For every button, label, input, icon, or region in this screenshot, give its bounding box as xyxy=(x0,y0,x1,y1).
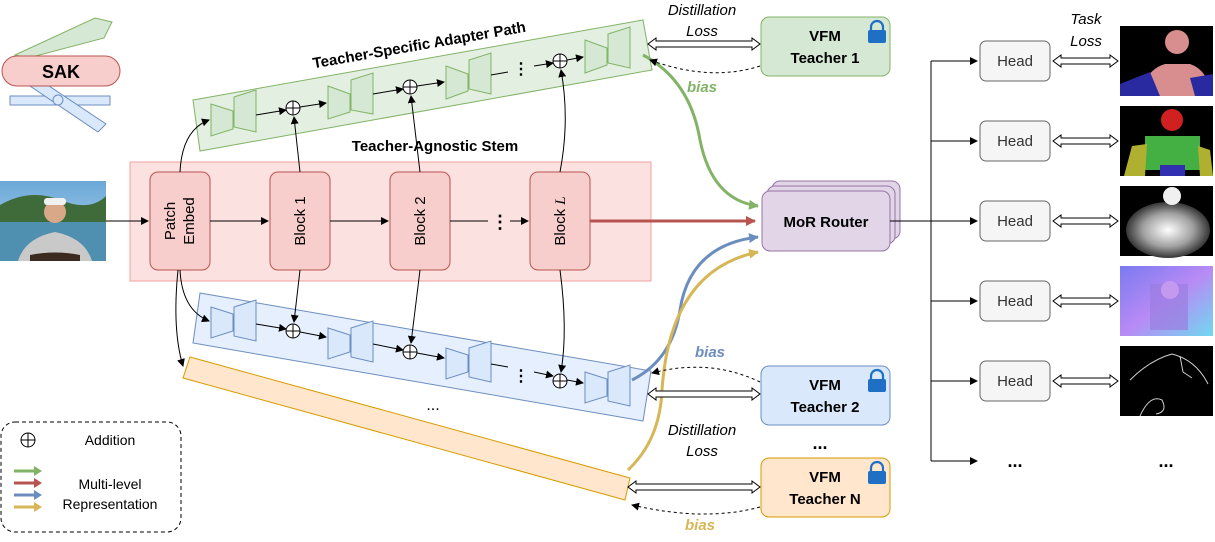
block-1-label: Block 1 xyxy=(292,196,309,245)
head-5: Head xyxy=(979,360,1119,402)
head-ellipsis: ... xyxy=(1007,451,1022,471)
head-1: Head xyxy=(979,40,1119,82)
patch-embed-label-line1: Patch xyxy=(162,202,179,240)
stem-dots: ⋮ xyxy=(491,212,509,232)
orange-adapter-band xyxy=(182,356,631,501)
blue-adapters xyxy=(210,299,631,407)
teacher-ellipsis: ... xyxy=(812,433,827,453)
blue-adapter-band xyxy=(192,292,652,422)
legend-color-arrows xyxy=(14,466,42,512)
legend-arrowhead-2 xyxy=(34,478,42,488)
output-image-normals xyxy=(1120,266,1213,336)
distillation-loss-top-line1: Distillation xyxy=(668,2,736,19)
addition-legend-icon xyxy=(20,432,36,448)
vfm-teacher-3-line1: VFM xyxy=(809,469,841,486)
task-loss-arrow-3 xyxy=(1052,214,1119,228)
blue-adapter-arrows xyxy=(255,323,584,386)
bias-label-gold: bias xyxy=(685,517,715,534)
task-loss-arrow-4 xyxy=(1052,294,1119,308)
block-l-label-symbol: L xyxy=(553,196,569,205)
legend-addition-label: Addition xyxy=(85,432,136,448)
head-4-label: Head xyxy=(997,293,1033,310)
vfm-teacher-2-line1: VFM xyxy=(809,377,841,394)
legend: Addition Multi-level Representation xyxy=(0,421,182,533)
vfm-teacher-2-line2: Teacher 2 xyxy=(791,399,860,416)
input-image xyxy=(0,181,106,261)
head-2-label: Head xyxy=(997,133,1033,150)
legend-arrowhead-1 xyxy=(34,466,42,476)
gold-representation-arrow xyxy=(626,248,759,472)
sak-logo-text: SAK xyxy=(42,62,80,82)
mor-router-label: MoR Router xyxy=(784,214,869,231)
distillation-arrows xyxy=(627,37,761,494)
output-image-parts xyxy=(1120,106,1213,176)
block-1: Block 1 xyxy=(269,171,331,271)
task-loss-arrow-1 xyxy=(1052,54,1119,68)
vfm-teacher-3-line2: Teacher N xyxy=(789,491,860,508)
vfm-teacher-1-line2: Teacher 1 xyxy=(791,50,860,67)
blue-path-dots: ⋮ xyxy=(513,368,529,385)
task-loss-arrow-2 xyxy=(1052,134,1119,148)
block-l-label-prefix: Block xyxy=(552,205,569,246)
task-loss-line1: Task xyxy=(1070,11,1103,28)
vfm-teacher-2: VFM Teacher 2 xyxy=(760,365,891,426)
router-to-heads-lines xyxy=(890,57,978,465)
vfm-teacher-1: VFM Teacher 1 xyxy=(760,16,891,77)
bias-label-green: bias xyxy=(687,79,717,96)
green-adapter-arrows xyxy=(255,54,584,116)
head-3: Head xyxy=(979,200,1119,242)
head-2: Head xyxy=(979,120,1119,162)
head-3-label: Head xyxy=(997,213,1033,230)
sak-logo: SAK xyxy=(1,17,121,133)
stem-adapter-links xyxy=(175,69,567,373)
mor-router: MoR Router xyxy=(761,180,901,252)
task-loss-line2: Loss xyxy=(1070,33,1102,50)
bias-label-blue: bias xyxy=(695,344,725,361)
green-path-dots: ⋮ xyxy=(513,61,529,78)
block-l: Block L xyxy=(529,171,591,271)
lock-icon xyxy=(868,460,886,484)
head-1-label: Head xyxy=(997,53,1033,70)
teacher-agnostic-stem-label: Teacher-Agnostic Stem xyxy=(352,138,518,155)
distillation-loss-bottom-line2: Loss xyxy=(686,443,718,460)
patch-embed-label-line2: Embed xyxy=(181,197,198,245)
vfm-teacher-1-line1: VFM xyxy=(809,28,841,45)
adapter-ellipsis: ... xyxy=(426,397,439,414)
distillation-loss-top-line2: Loss xyxy=(686,23,718,40)
bias-arrows xyxy=(631,58,761,515)
head-4: Head xyxy=(979,280,1119,322)
block-2-label: Block 2 xyxy=(412,196,429,245)
legend-arrowhead-3 xyxy=(34,490,42,500)
output-image-depth xyxy=(1120,186,1213,258)
vfm-teacher-3: VFM Teacher N xyxy=(760,457,891,518)
green-addition-nodes xyxy=(285,53,568,116)
blue-addition-nodes xyxy=(285,323,568,389)
task-loss-arrow-5 xyxy=(1052,374,1119,388)
green-representation-arrow xyxy=(642,53,759,210)
svg-text:Block L: Block L xyxy=(552,196,569,245)
legend-arrowhead-4 xyxy=(34,502,42,512)
lock-icon xyxy=(868,368,886,392)
vfm-teachers: VFM Teacher 1 VFM Teacher 2 VFM Teacher N xyxy=(760,16,891,518)
block-2: Block 2 xyxy=(389,171,451,271)
legend-multilevel-line1: Multi-level xyxy=(78,476,141,492)
lock-icon xyxy=(868,19,886,43)
head-5-label: Head xyxy=(997,373,1033,390)
output-image-edges xyxy=(1120,346,1213,417)
distillation-loss-bottom-line1: Distillation xyxy=(668,422,736,439)
green-adapters xyxy=(210,26,631,137)
output-image-segmentation xyxy=(1120,26,1213,96)
patch-embed-block: Patch Embed xyxy=(149,171,211,271)
legend-multilevel-line2: Representation xyxy=(63,496,158,512)
output-ellipsis: ... xyxy=(1158,451,1173,471)
